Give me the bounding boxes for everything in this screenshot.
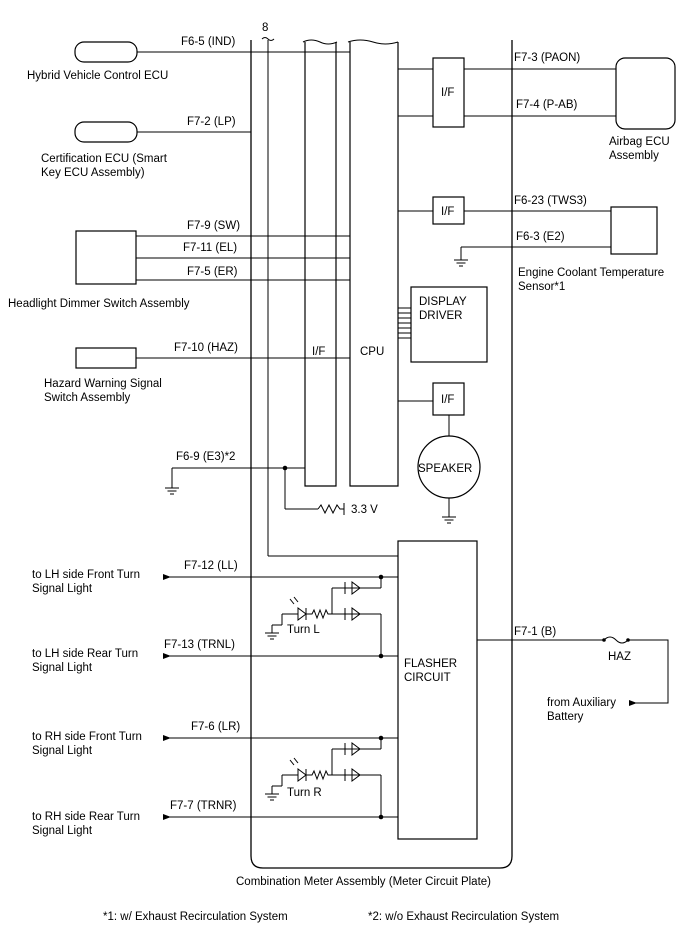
if-speaker-label: I/F [441, 394, 454, 406]
terminal-tws3: F6-23 (TWS3) [514, 195, 587, 207]
coolant-sensor-box [610, 206, 658, 255]
display-driver-block [410, 286, 488, 363]
meter-assembly-label: Combination Meter Assembly (Meter Circui… [236, 876, 491, 888]
voltage-label: 3.3 V [351, 504, 378, 516]
speaker-ground-icon [442, 516, 456, 524]
airbag-ecu-box [615, 57, 676, 130]
haz-fuse-icon [603, 636, 629, 644]
battery-label-1: from Auxiliary [547, 697, 616, 709]
display-driver-label-1: DISPLAY [419, 296, 467, 308]
hybrid-ecu-connector [74, 41, 138, 63]
if-speaker-block [432, 382, 465, 416]
terminal-el: F7-11 (EL) [183, 242, 237, 254]
if-main-break [302, 39, 338, 45]
coolant-sensor-label-2: Sensor*1 [518, 281, 565, 293]
terminal-pab: F7-4 (P-AB) [516, 99, 578, 111]
flasher-circuit-block [397, 540, 478, 840]
cert-ecu-connector [74, 121, 138, 143]
display-driver-bus-lines [398, 307, 411, 339]
airbag-ecu-label-2: Assembly [609, 150, 659, 162]
speaker-label: SPEAKER [418, 463, 472, 475]
cert-ecu-label-1: Certification ECU (Smart [41, 153, 168, 165]
turn-l-indicator-circuit [265, 574, 384, 659]
terminal-b: F7-1 (B) [514, 626, 556, 638]
terminal-paon: F7-3 (PAON) [514, 52, 580, 64]
bus-number-label: 8 [262, 22, 268, 34]
haz-fuse-label: HAZ [608, 651, 631, 663]
terminal-ll: F7-12 (LL) [184, 560, 238, 572]
bus-break-mark [261, 37, 275, 41]
turn-l-label: Turn L [287, 624, 320, 636]
hazard-switch-label-2: Switch Assembly [44, 392, 131, 404]
terminal-lp: F7-2 (LP) [187, 116, 236, 128]
terminal-e2: F6-3 (E2) [516, 231, 565, 243]
footnote-2: *2: w/o Exhaust Recirculation System [368, 911, 559, 923]
terminal-sw: F7-9 (SW) [187, 220, 240, 232]
lh-front-label-1: to LH side Front Turn [32, 569, 140, 581]
cpu-label: CPU [360, 346, 384, 358]
flasher-label-2: CIRCUIT [404, 672, 451, 684]
terminal-haz: F7-10 (HAZ) [174, 342, 238, 354]
terminal-e3: F6-9 (E3)*2 [176, 451, 235, 463]
if-airbag-block [432, 57, 465, 128]
if-main-block [304, 42, 337, 487]
coolant-sensor-label-1: Engine Coolant Temperature [518, 267, 664, 279]
lh-rear-label-1: to LH side Rear Turn [32, 648, 138, 660]
cpu-block [349, 42, 399, 487]
meter-assembly-outline [250, 40, 513, 869]
airbag-ecu-label-1: Airbag ECU [609, 136, 670, 148]
turn-r-indicator-circuit [265, 735, 384, 820]
e3-ground-icon [165, 487, 179, 495]
headlight-switch-label: Headlight Dimmer Switch Assembly [8, 298, 190, 310]
e2-ground-icon [454, 259, 468, 267]
turn-r-label: Turn R [287, 787, 322, 799]
hybrid-ecu-label: Hybrid Vehicle Control ECU [27, 70, 168, 82]
flasher-label-1: FLASHER [404, 658, 457, 670]
terminal-ind: F6-5 (IND) [181, 36, 235, 48]
pullup-resistor-icon [317, 503, 344, 515]
lh-front-label-2: Signal Light [32, 583, 93, 595]
cpu-break [347, 39, 399, 45]
if-temp-block [432, 196, 465, 225]
display-driver-label-2: DRIVER [419, 310, 462, 322]
if-temp-label: I/F [441, 206, 454, 218]
rh-front-label-2: Signal Light [32, 745, 93, 757]
lh-rear-label-2: Signal Light [32, 662, 93, 674]
footnote-1: *1: w/ Exhaust Recirculation System [103, 911, 288, 923]
if-main-label: I/F [312, 346, 325, 358]
terminal-trnr: F7-7 (TRNR) [170, 800, 237, 812]
rh-rear-label-2: Signal Light [32, 825, 93, 837]
rh-front-label-1: to RH side Front Turn [32, 731, 142, 743]
hazard-switch-label-1: Hazard Warning Signal [44, 378, 162, 390]
headlight-switch-box [75, 230, 137, 285]
if-airbag-label: I/F [441, 87, 454, 99]
rh-rear-label-1: to RH side Rear Turn [32, 811, 140, 823]
battery-label-2: Battery [547, 711, 584, 723]
hazard-switch-box [75, 347, 137, 369]
cert-ecu-label-2: Key ECU Assembly) [41, 167, 145, 179]
terminal-trnl: F7-13 (TRNL) [164, 639, 235, 651]
terminal-er: F7-5 (ER) [187, 266, 238, 278]
terminal-lr: F7-6 (LR) [191, 721, 240, 733]
battery-wire [628, 639, 669, 706]
